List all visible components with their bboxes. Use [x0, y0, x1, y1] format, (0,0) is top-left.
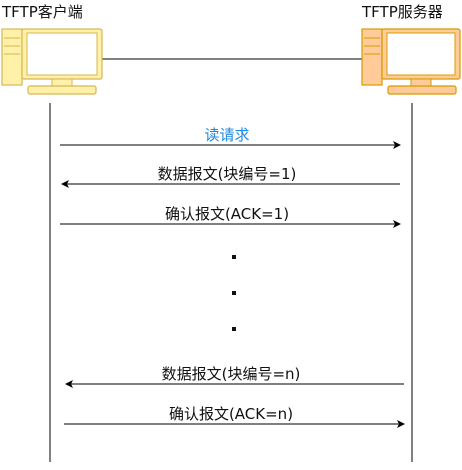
message-label-data-packet-1: 数据报文(块编号=1) [157, 165, 297, 183]
message-label-data-packet-n: 数据报文(块编号=n) [161, 365, 301, 383]
ellipsis-dot [232, 327, 236, 331]
message-label-ack-n: 确认报文(ACK=n) [168, 405, 294, 423]
message-label-ack-1: 确认报文(ACK=1) [164, 205, 290, 223]
ellipsis-dot [232, 291, 236, 295]
ellipsis-dot [232, 255, 236, 259]
client-label: TFTP客户端 [2, 3, 83, 21]
server-label: TFTP服务器 [362, 3, 443, 21]
server-computer-icon [361, 28, 461, 95]
message-label-read-request: 读请求 [204, 126, 250, 144]
client-computer-icon [1, 28, 103, 95]
